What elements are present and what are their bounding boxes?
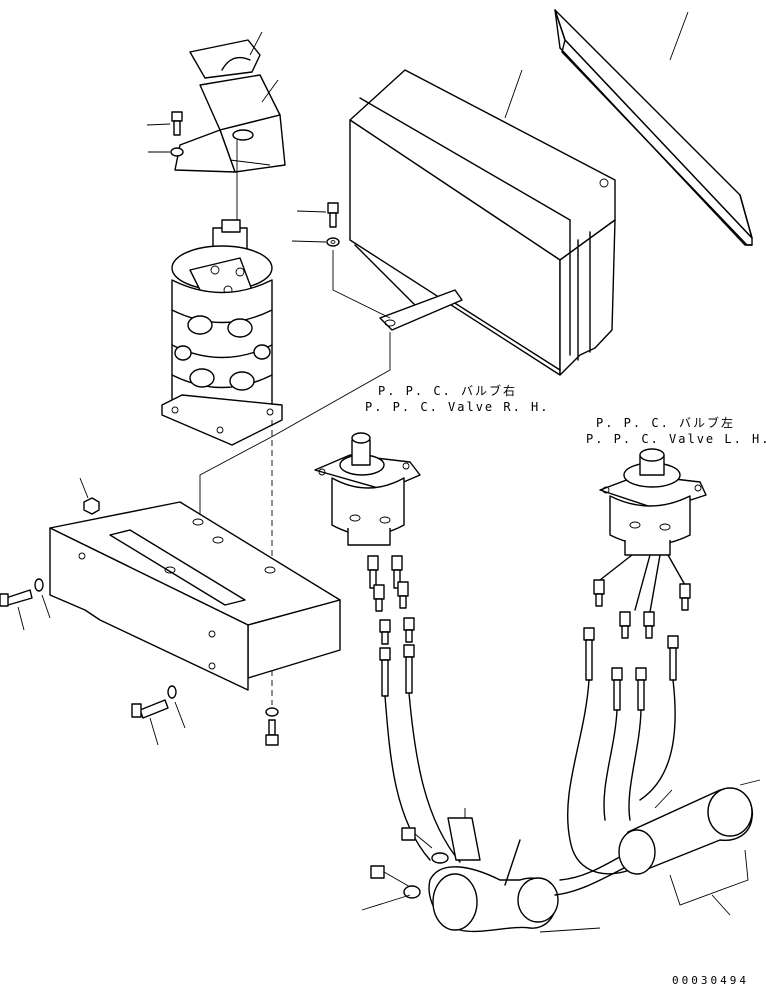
cover-plate (554, 9, 753, 246)
controller-bracket (379, 289, 463, 331)
bolt-base-left (0, 578, 51, 631)
valve-rh-label-en: P. P. C. Valve R. H. (365, 400, 550, 414)
leader-bracket-a (249, 31, 263, 56)
base-plate (49, 501, 341, 691)
bolt-base-bottom (131, 685, 186, 746)
bolt-top-bracket (146, 111, 184, 157)
valve-lh-label-jp: P. P. C. バルブ左 (596, 416, 736, 430)
bolt-vertical (265, 707, 279, 746)
valve-top-bracket (174, 39, 286, 173)
ppc-lh-fittings (583, 554, 691, 711)
ppc-valve-lh (599, 448, 707, 556)
ref-line-1 (199, 332, 391, 520)
leader-bracket-b (261, 79, 279, 103)
bolt-controller (291, 202, 391, 319)
leader-controller (504, 69, 523, 119)
drawing-code: 00030494 (672, 974, 749, 987)
valve-lh-label-en: P. P. C. Valve L. H. (586, 432, 766, 446)
leader-cover-plate (669, 11, 689, 61)
valve-rh-label-jp: P. P. C. バルブ右 (378, 384, 518, 398)
controller-box (349, 69, 616, 376)
ppc-rh-fittings (367, 555, 415, 697)
nut (79, 477, 100, 515)
swivel-valve (161, 219, 283, 446)
hose-bundle (361, 679, 761, 933)
ppc-valve-rh (314, 432, 421, 546)
